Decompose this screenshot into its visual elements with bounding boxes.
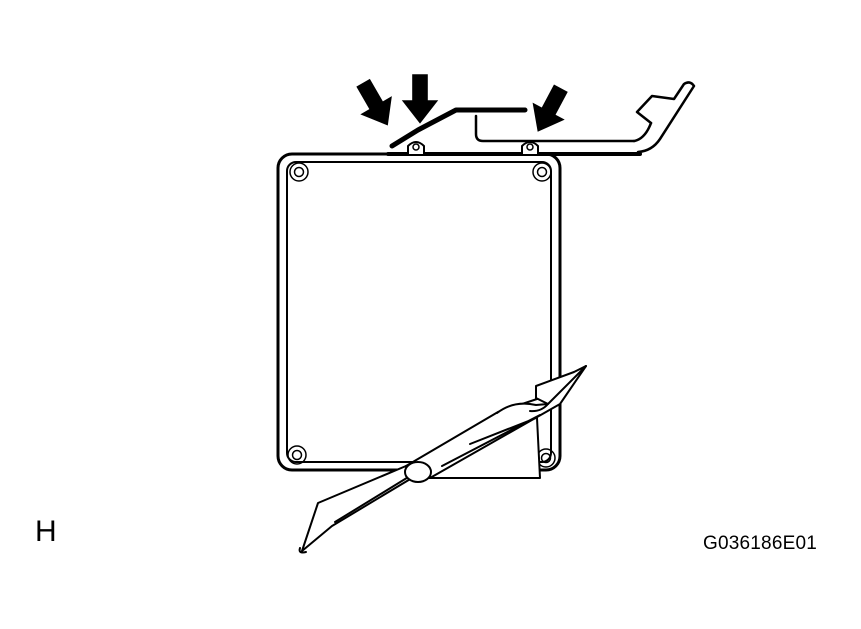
view-letter: H (35, 515, 57, 548)
upper-clamp (389, 107, 539, 155)
figure-code: G036186E01 (703, 533, 817, 554)
corner-bolts (287, 162, 556, 468)
press-arrow-icon (401, 74, 439, 124)
press-arrow-icon (347, 73, 404, 135)
press-arrow-icon (521, 79, 577, 141)
bolt-bottom-left (287, 445, 307, 465)
lower-clamp (298, 365, 587, 554)
press-arrows (347, 73, 577, 141)
upper-bracket (386, 81, 696, 156)
bolt-top-right (532, 162, 552, 182)
bolt-top-left (289, 162, 309, 182)
